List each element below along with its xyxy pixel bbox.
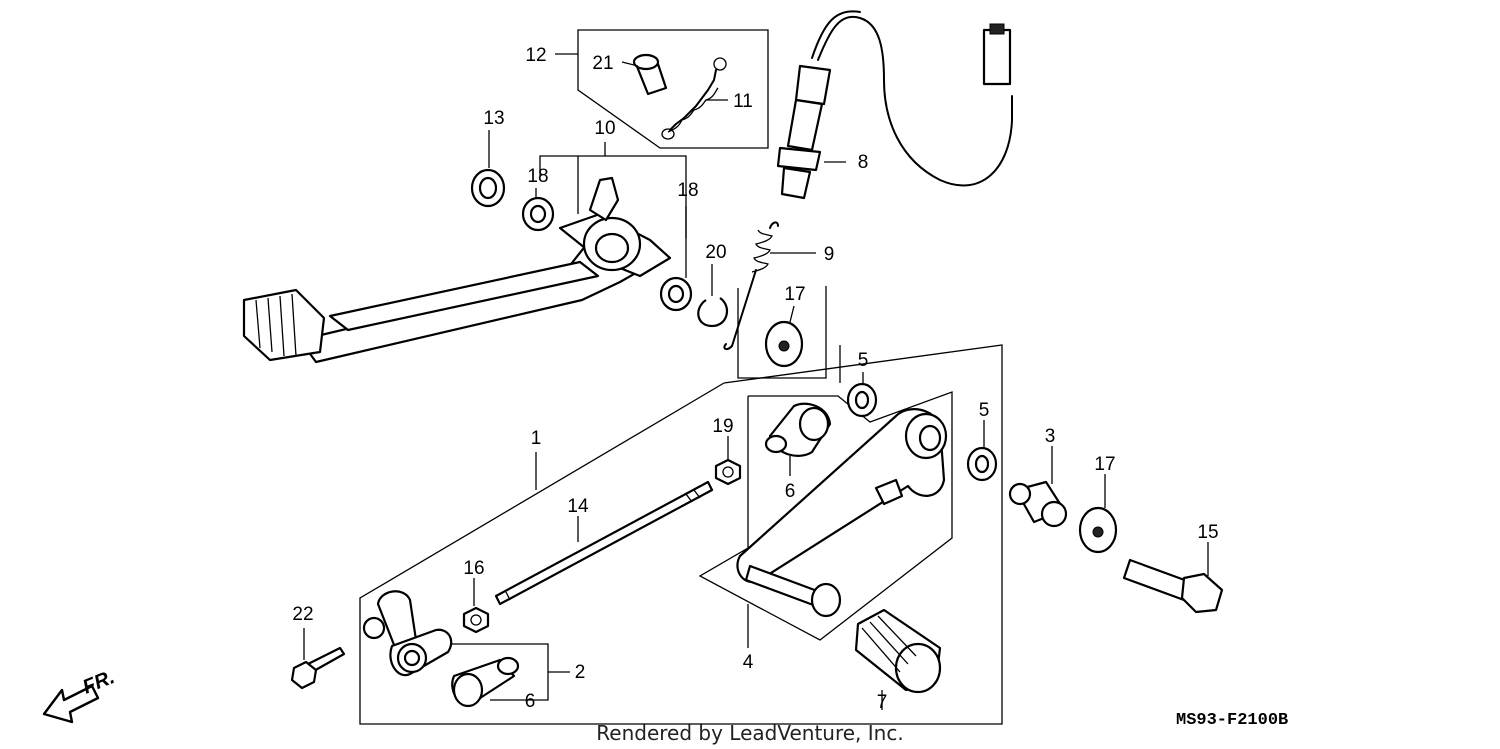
front-arrow-icon [42,684,100,724]
joint-6-upper [764,402,832,457]
callout-15: 15 [1197,522,1218,543]
bolt-22 [290,646,346,690]
spring-11 [661,57,727,140]
callout-17-upper: 17 [784,284,805,305]
callout-22: 22 [292,604,313,625]
shift-arm-4 [736,408,948,618]
callout-6-upper: 6 [785,481,796,502]
pedal-rubber-7 [854,608,942,694]
callout-21: 21 [592,53,613,74]
callout-18-right: 18 [677,180,698,201]
callout-6-lower: 6 [525,691,536,712]
callout-12: 12 [525,45,546,66]
brake-pedal [242,176,672,364]
callout-10: 10 [594,118,615,139]
collar-21 [632,53,668,96]
callout-5-upper: 5 [858,350,869,371]
callout-11: 11 [733,91,753,112]
callout-labels: 1 2 3 4 5 5 6 6 7 8 9 10 11 12 13 14 15 … [292,45,1218,713]
washer-17-lower [1078,506,1118,554]
seal-5-right [966,446,998,482]
callout-19: 19 [712,416,733,437]
callout-17-lower: 17 [1094,454,1115,475]
joint-6-lower [451,656,520,708]
bolt-15 [1122,558,1224,614]
front-direction-label: FR. [80,666,118,698]
callout-3: 3 [1045,426,1056,447]
diagram-code: MS93-F2100B [1176,711,1288,730]
callout-14: 14 [567,496,589,517]
callout-16: 16 [463,558,484,579]
callout-20: 20 [705,242,726,263]
spring-9 [723,221,779,351]
rod-14 [494,480,714,606]
seal-5-upper [846,382,878,418]
nut-19 [714,458,742,486]
callout-13: 13 [483,108,504,129]
callout-5-right: 5 [979,400,990,421]
group-brackets [359,29,1003,725]
stop-switch-8 [776,10,1013,200]
front-direction-indicator: FR. [42,666,118,724]
render-credit: Rendered by LeadVenture, Inc. [596,721,903,745]
leader-lines [303,61,1209,710]
washer-13 [470,168,506,208]
callout-18-left: 18 [527,166,548,187]
joint-arm-2 [362,590,453,677]
callout-1: 1 [531,428,542,449]
nut-16 [462,606,490,634]
washer-17-upper [764,320,804,368]
seal-18-left [521,196,555,232]
clip-20 [697,297,729,328]
callout-4: 4 [743,652,754,673]
callout-2: 2 [575,662,586,683]
collar-3 [1008,480,1068,528]
callout-9: 9 [824,244,835,265]
callout-7: 7 [877,692,888,713]
callout-8: 8 [858,152,869,173]
seal-18-right [659,276,693,312]
